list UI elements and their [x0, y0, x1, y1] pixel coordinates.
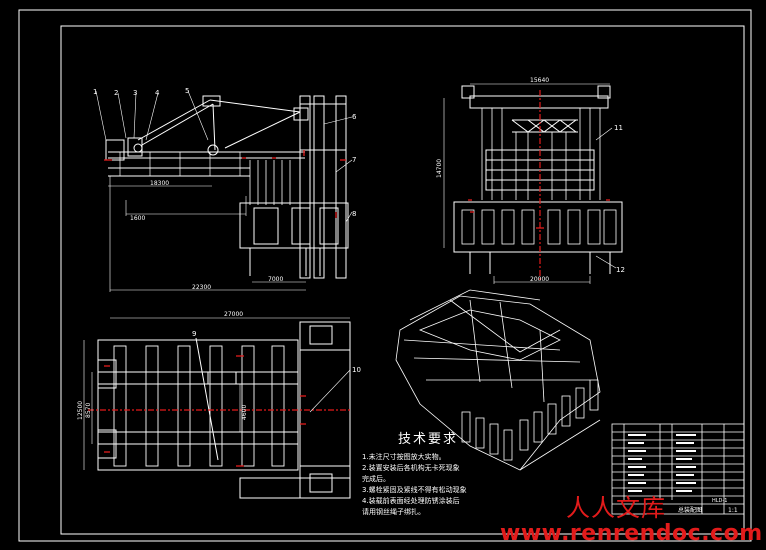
dim-8570: 8570 [85, 403, 92, 418]
callout-8: 8 [352, 210, 356, 218]
title-block-text: 总装配图 HLD-1 1:1 [678, 498, 738, 514]
callout-11: 11 [614, 124, 623, 132]
callout-5: 5 [185, 87, 189, 95]
plan-view-labels: 27000 12500 8570 4600 9 10 [77, 311, 361, 420]
tech-note-1: 1.未注尺寸按图放大实物。 [362, 453, 446, 461]
callout-4: 4 [155, 89, 160, 97]
tech-note-6: 请用钢丝绳子绑扎。 [362, 508, 425, 516]
inner-frame [60, 25, 745, 535]
callout-2: 2 [114, 89, 118, 97]
callout-10: 10 [352, 366, 361, 374]
scale: 1:1 [728, 507, 738, 514]
front-view [443, 83, 623, 284]
dim-20000: 20000 [530, 276, 549, 283]
dim-1600: 1600 [130, 215, 145, 222]
callout-9: 9 [192, 330, 196, 338]
drawing-number: HLD-1 [712, 498, 727, 504]
dim-15640: 15640 [530, 77, 549, 84]
callout-7: 7 [352, 156, 356, 164]
plan-view [83, 317, 351, 499]
technical-requirements-title: 技术要求 [398, 432, 459, 447]
tech-note-2: 2.装置安装后各机构无卡死现象 [362, 464, 460, 472]
tech-note-3: 完成后。 [362, 475, 390, 483]
dim-22300: 22300 [192, 284, 211, 291]
dim-18300: 18300 [150, 180, 169, 187]
isometric-view [395, 289, 601, 471]
title-block [611, 423, 745, 515]
outer-frame [18, 9, 752, 542]
dim-7000: 7000 [268, 276, 283, 283]
dim-12500: 12500 [77, 401, 84, 420]
tech-note-4: 3.螺栓紧固及紧线不得有松动现象 [362, 486, 467, 494]
side-view-labels: 1 2 3 4 5 6 7 8 18300 1600 22300 7000 [93, 87, 357, 291]
dim-4600: 4600 [241, 405, 248, 420]
dim-14700: 14700 [436, 159, 443, 178]
sheet-name: 总装配图 [678, 506, 702, 514]
callout-3: 3 [133, 89, 137, 97]
callout-1: 1 [93, 88, 97, 96]
callout-12: 12 [616, 266, 625, 274]
callout-6: 6 [352, 113, 357, 121]
watermark-url: www.renrendoc.com [500, 521, 763, 546]
front-view-labels: 15640 14700 20000 11 12 [436, 77, 625, 283]
watermark-cn: 人人文库 [566, 494, 666, 522]
dim-27000: 27000 [224, 311, 243, 318]
side-view [95, 90, 353, 292]
tech-note-5: 4.装载前表面经处理防锈涂装后 [362, 497, 460, 505]
